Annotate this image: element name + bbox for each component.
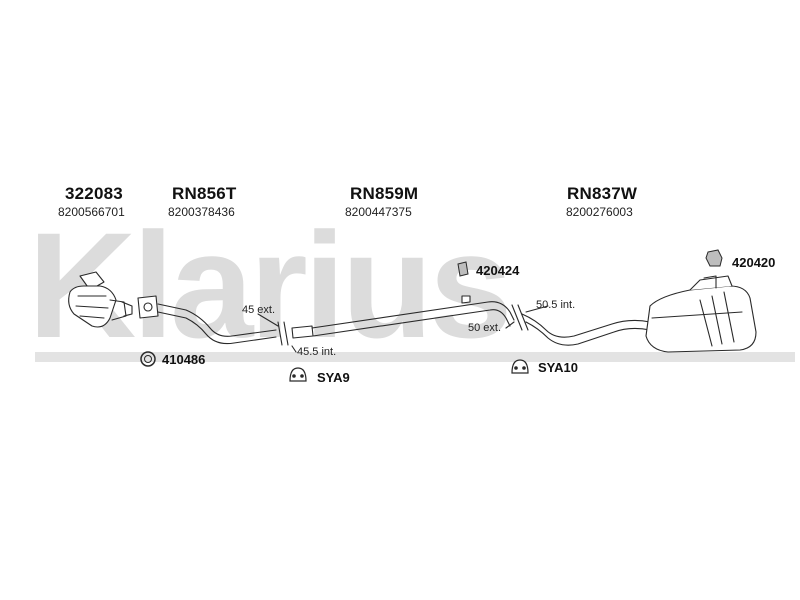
rear-joint bbox=[511, 304, 529, 331]
watermark-logo: Klarius bbox=[28, 201, 513, 369]
section-number-front-pipe: 8200378436 bbox=[168, 205, 235, 219]
section-code-rear-silencer: RN837W bbox=[567, 184, 638, 203]
accessory-label-bracket-mid: 420424 bbox=[476, 263, 520, 278]
dim-leader-front-int bbox=[291, 345, 297, 353]
section-number-catalyst: 8200566701 bbox=[58, 205, 125, 219]
section-code-catalyst: 322083 bbox=[65, 184, 123, 203]
catalytic-converter bbox=[68, 271, 133, 328]
bracket-icon bbox=[457, 261, 469, 277]
accessory-label-hanger-rear: SYA10 bbox=[538, 360, 578, 375]
section-number-rear-silencer: 8200276003 bbox=[566, 205, 633, 219]
dim-leader-front-ext bbox=[257, 313, 279, 327]
dim-label-rear-ext: 50 ext. bbox=[468, 322, 502, 334]
section-code-front-pipe: RN856T bbox=[172, 184, 237, 203]
watermark-band bbox=[35, 352, 795, 362]
flange bbox=[137, 295, 159, 319]
middle-pipe bbox=[311, 301, 515, 337]
dim-leader-rear-ext bbox=[505, 321, 515, 329]
rear-pipe bbox=[521, 313, 651, 346]
dim-label-rear-int: 50.5 int. bbox=[536, 299, 576, 311]
gasket-icon bbox=[140, 351, 156, 367]
bracket-icon bbox=[705, 249, 723, 267]
rubber-hanger-icon bbox=[289, 367, 307, 382]
accessory-label-hanger-front: SYA9 bbox=[317, 370, 350, 385]
accessory-label-bracket-rear: 420420 bbox=[732, 255, 776, 270]
front-pipe bbox=[157, 303, 277, 345]
rear-silencer bbox=[645, 275, 757, 353]
front-joint bbox=[277, 321, 314, 346]
accessory-label-gasket: 410486 bbox=[162, 352, 206, 367]
dim-leader-rear-int bbox=[525, 305, 549, 313]
middle-pipe-bracket bbox=[461, 295, 471, 304]
rubber-hanger-icon bbox=[511, 359, 529, 374]
section-code-middle-pipe: RN859M bbox=[350, 184, 419, 203]
section-number-middle-pipe: 8200447375 bbox=[345, 205, 412, 219]
dim-label-front-ext: 45 ext. bbox=[242, 304, 276, 316]
dim-label-front-int: 45.5 int. bbox=[297, 346, 337, 358]
